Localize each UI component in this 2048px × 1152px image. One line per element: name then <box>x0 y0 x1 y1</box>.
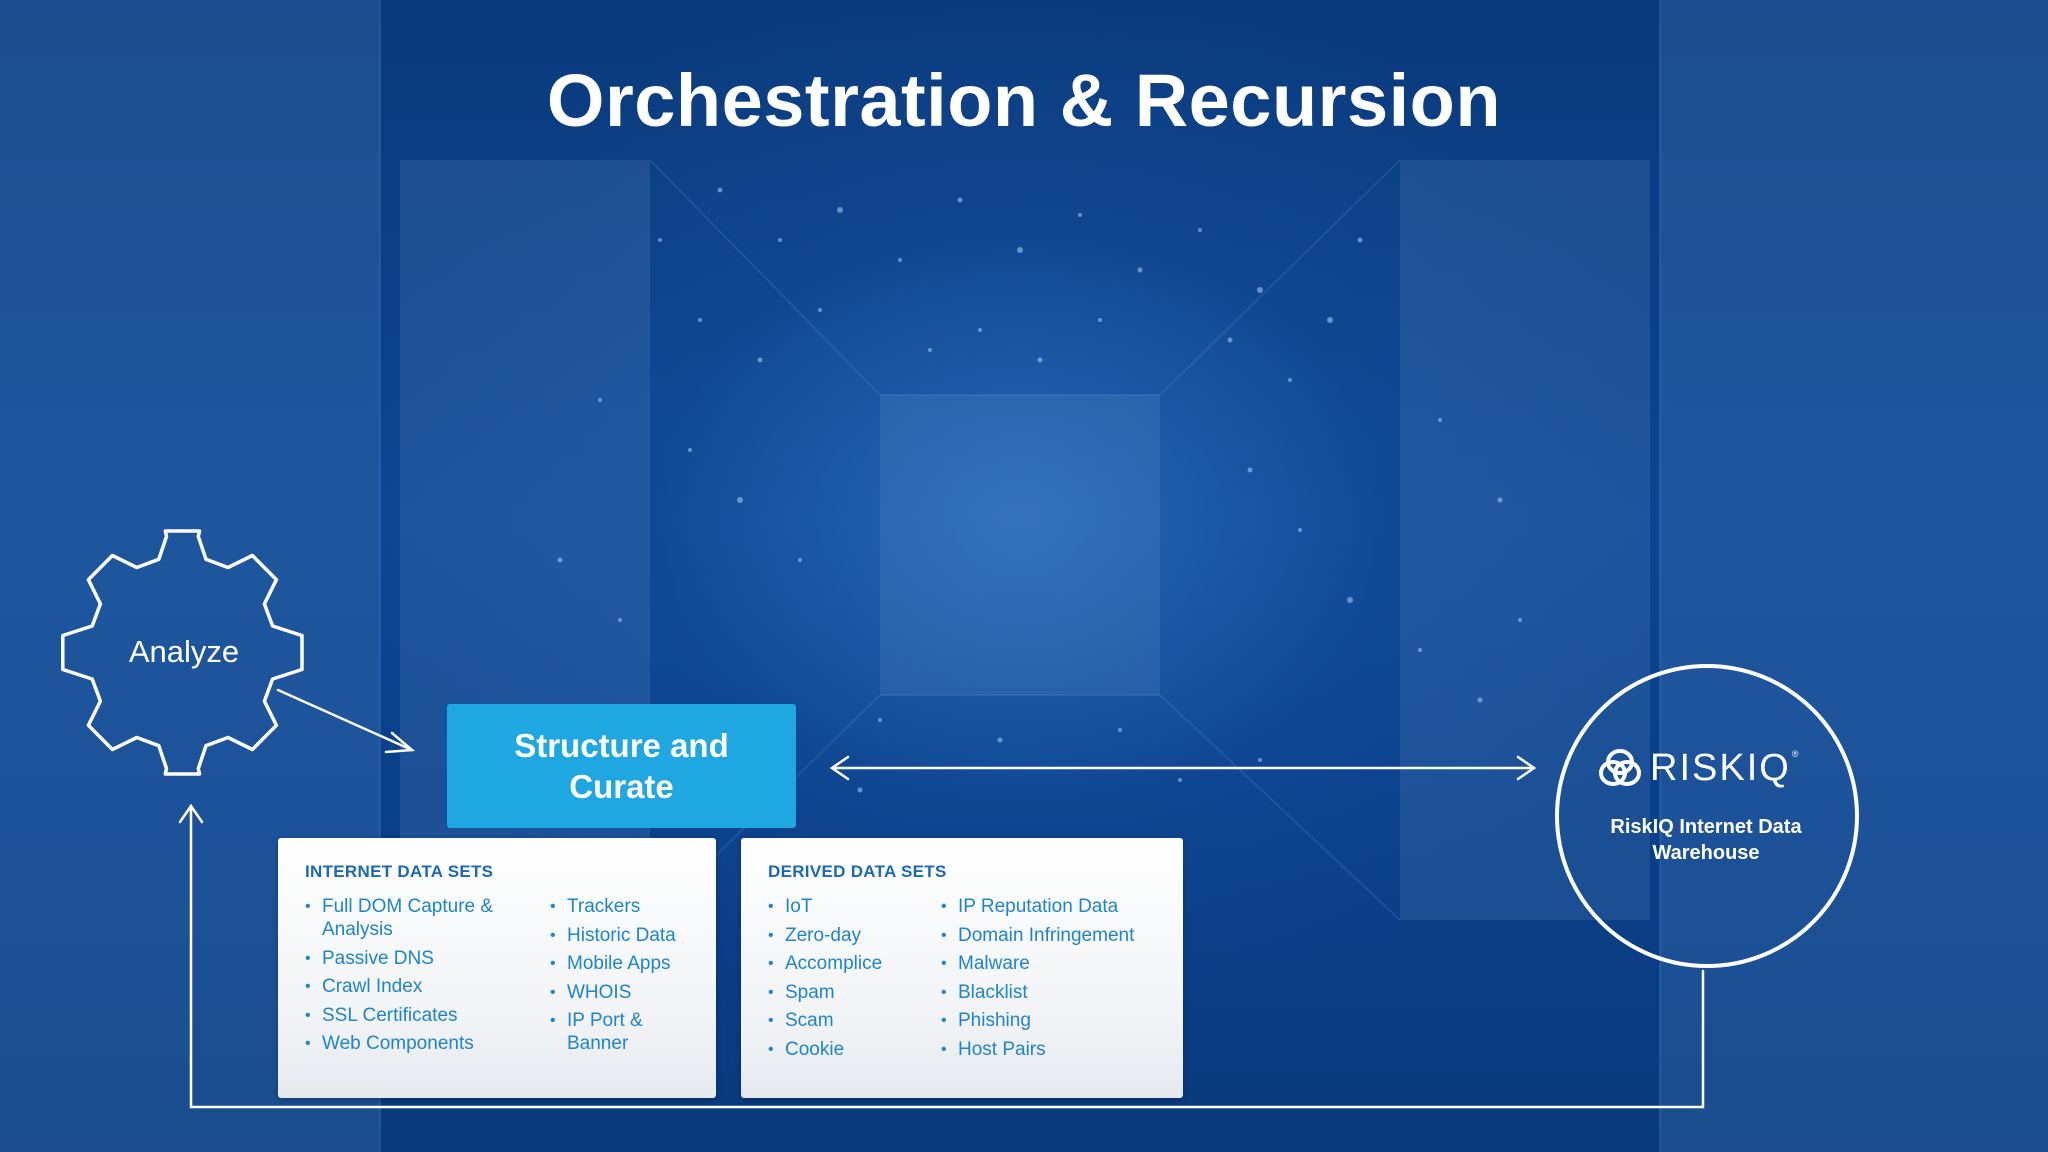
list-item: IP Port & Banner <box>550 1009 690 1055</box>
feedback-loop-arrow <box>178 803 1705 1109</box>
riskiq-logo-text: RISKIQ <box>1650 746 1791 789</box>
list-item: Host Pairs <box>941 1038 1171 1061</box>
internet-data-sets-panel: INTERNET DATA SETS Full DOM Capture & An… <box>278 838 716 1098</box>
list-item: Trackers <box>550 895 690 918</box>
list-item: Passive DNS <box>305 947 505 970</box>
analyze-label: Analyze <box>128 634 240 669</box>
list-item: IoT <box>768 895 918 918</box>
list-item: Crawl Index <box>305 975 505 998</box>
riskiq-logo: RISKIQ ® <box>1598 740 1818 796</box>
derived-data-sets-panel: DERIVED DATA SETS IoT Zero-day Accomplic… <box>741 838 1183 1098</box>
data-warehouse-label: RiskIQ Internet Data Warehouse <box>1610 816 1802 864</box>
list-item: Mobile Apps <box>550 952 690 975</box>
list-item: Cookie <box>768 1038 918 1061</box>
list-item: SSL Certificates <box>305 1004 505 1027</box>
list-item: Historic Data <box>550 924 690 947</box>
list-item: Phishing <box>941 1009 1171 1032</box>
list-item: Blacklist <box>941 981 1171 1004</box>
riskiq-logo-icon <box>1599 749 1641 786</box>
list-item: Zero-day <box>768 924 918 947</box>
registered-mark: ® <box>1791 749 1799 759</box>
list-item: WHOIS <box>550 981 690 1004</box>
slide-title: Orchestration & Recursion <box>546 59 1502 142</box>
list-item: Scam <box>768 1009 918 1032</box>
list-item: Web Components <box>305 1032 505 1055</box>
structure-warehouse-double-arrow <box>829 755 1537 781</box>
data-warehouse-circle <box>1555 664 1859 968</box>
structure-and-curate-box: Structure and Curate <box>447 704 796 828</box>
structure-and-curate-label: Structure and Curate <box>514 727 729 805</box>
gear-icon <box>61 529 304 776</box>
analyze-to-structure-arrow <box>276 688 416 754</box>
list-item: Malware <box>941 952 1171 975</box>
list-item: Spam <box>768 981 918 1004</box>
list-item: Full DOM Capture & Analysis <box>305 895 505 941</box>
internet-data-sets-column-2: Trackers Historic Data Mobile Apps WHOIS… <box>550 895 690 1061</box>
derived-data-sets-column-1: IoT Zero-day Accomplice Spam Scam Cookie <box>768 895 918 1066</box>
list-item: IP Reputation Data <box>941 895 1171 918</box>
list-item: Accomplice <box>768 952 918 975</box>
internet-data-sets-heading: INTERNET DATA SETS <box>305 862 494 881</box>
derived-data-sets-column-2: IP Reputation Data Domain Infringement M… <box>941 895 1171 1066</box>
internet-data-sets-column-1: Full DOM Capture & Analysis Passive DNS … <box>305 895 505 1061</box>
list-item: Domain Infringement <box>941 924 1171 947</box>
derived-data-sets-heading: DERIVED DATA SETS <box>768 862 947 881</box>
